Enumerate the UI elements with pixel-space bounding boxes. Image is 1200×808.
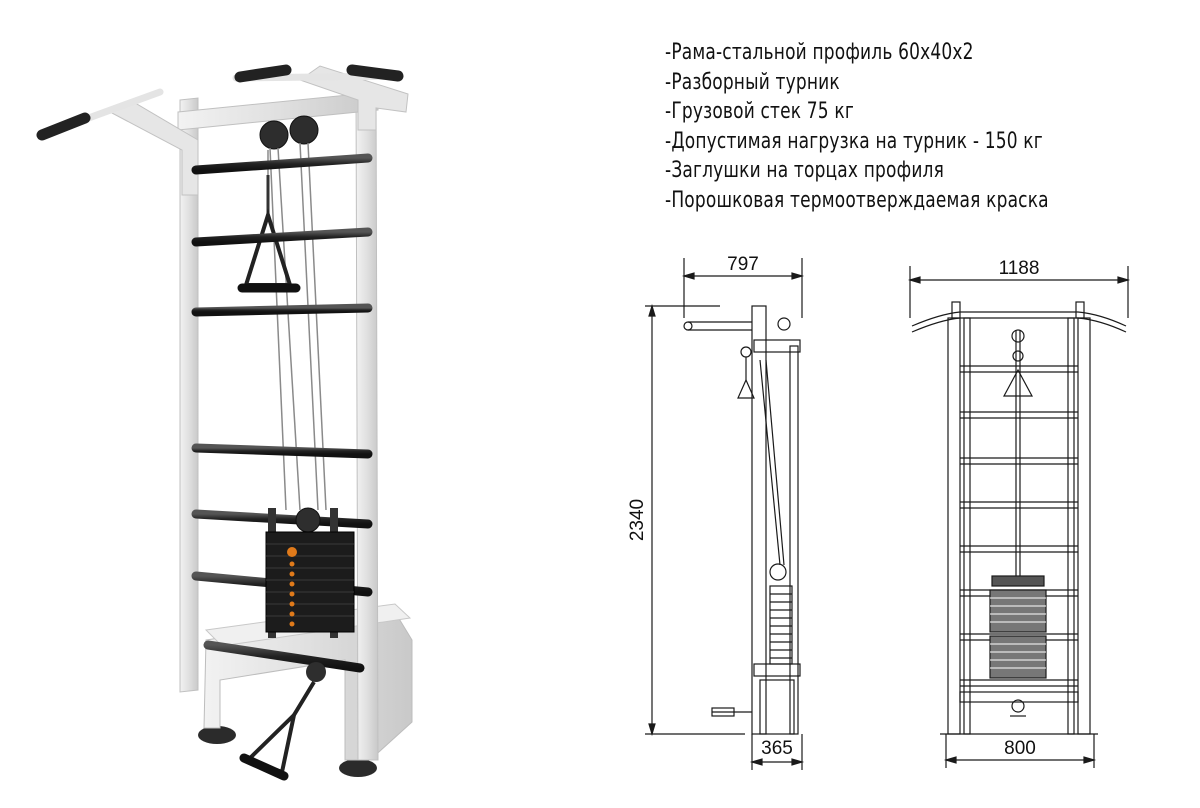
top-pulley-right	[289, 115, 319, 145]
foot-pad-left	[198, 726, 236, 744]
dim-front-width-bottom: 800	[1004, 738, 1036, 759]
specs-list: -Рама-стальной профиль 60х40х2 -Разборны…	[665, 38, 1185, 215]
upper-handle	[237, 175, 301, 293]
side-view	[645, 258, 805, 770]
dim-front-width-top: 1188	[999, 258, 1040, 279]
dim-side-depth-bottom: 365	[761, 738, 793, 759]
product-render	[36, 64, 413, 781]
top-crossbar	[177, 91, 379, 131]
weight-stack	[265, 507, 355, 638]
spec-item: -Разборный турник	[665, 69, 840, 95]
spec-item: -Заглушки на торцах профиля	[665, 158, 945, 183]
pullup-grip-left	[36, 112, 91, 141]
top-pulley-left	[259, 120, 289, 150]
spec-item: -Рама-стальной профиль 60х40х2	[665, 40, 974, 65]
pullup-grip-right-b	[346, 64, 404, 82]
dim-side-depth-top: 797	[727, 254, 759, 275]
spec-item: -Порошковая термоотверждаемая краска	[665, 187, 1049, 213]
front-view	[907, 266, 1131, 768]
lower-handle	[239, 662, 326, 781]
dim-side-height: 2340	[627, 499, 648, 541]
foot-pad-right	[339, 759, 377, 777]
pullup-grip-right-a	[234, 64, 292, 83]
spec-item: -Грузовой стек 75 кг	[665, 99, 854, 124]
spec-item: -Допустимая нагрузка на турник - 150 кг	[665, 128, 1043, 154]
right-upright	[355, 83, 379, 761]
left-upright	[179, 97, 199, 693]
